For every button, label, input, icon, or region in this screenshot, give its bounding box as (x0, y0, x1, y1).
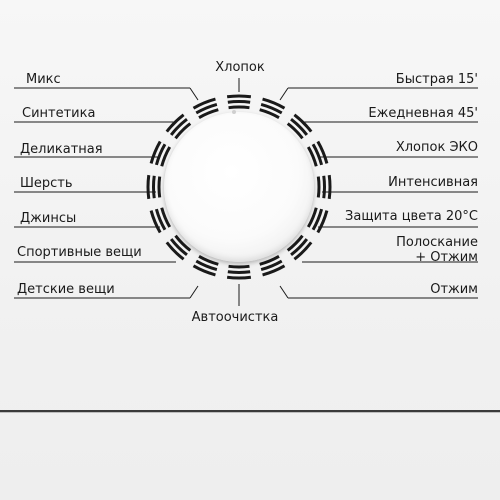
dial-tick-segment (198, 108, 219, 120)
dial-tick-segment (154, 143, 167, 166)
program-label-quick-15[interactable]: Быстрая 15' (395, 72, 478, 87)
dial-tick-segment (290, 117, 309, 136)
dial-tick-segment (259, 108, 280, 120)
leader-line-left-bend (189, 285, 199, 299)
dial-tick-segment (192, 264, 216, 277)
leader-line-right-bend (279, 285, 289, 299)
dial-tick-segment (262, 264, 286, 277)
dial-tick-segment (169, 238, 188, 257)
dial-tick-segment (316, 140, 329, 164)
leader-line-right-bend (279, 87, 289, 101)
program-label-color-protect-20[interactable]: Защита цвета 20°C (345, 209, 478, 224)
program-label-baby-wear[interactable]: Детские вещи (17, 282, 115, 297)
dial-tick-segment (260, 259, 283, 272)
program-label-jeans[interactable]: Джинсы (20, 211, 77, 226)
dial-tick-segment (160, 207, 172, 228)
program-label-cotton-eco[interactable]: Хлопок ЭКО (395, 140, 478, 155)
dial-tick-segment (286, 234, 304, 252)
dial-tick-segment (195, 102, 218, 115)
dial-tick-segment (227, 100, 251, 104)
program-label-delicate[interactable]: Деликатная (20, 142, 103, 157)
dial-tick-segment (322, 175, 326, 199)
dial-tick-segment (290, 238, 309, 257)
dial-tick-segment (195, 259, 218, 272)
dial-tick-segment (146, 174, 151, 200)
dial-tick-segment (327, 174, 332, 200)
program-label-wool[interactable]: Шерсть (20, 176, 73, 191)
program-label-spin[interactable]: Отжим (430, 282, 478, 297)
program-label-synthetics[interactable]: Синтетика (22, 106, 96, 121)
dial-tick-segment (293, 113, 313, 133)
program-label-cotton[interactable]: Хлопок (215, 60, 265, 75)
dial-tick-segment (316, 210, 329, 234)
dial-tick-segment (174, 234, 192, 252)
program-label-mix[interactable]: Микс (26, 72, 61, 87)
panel-divider (0, 410, 500, 412)
program-label-rinse-spin[interactable]: + Отжим (415, 250, 478, 265)
dial-tick-segment (154, 208, 167, 231)
program-label-sportswear[interactable]: Спортивные вещи (17, 245, 142, 260)
program-label-rinse[interactable]: Полоскание (396, 235, 478, 250)
dial-tick-segment (160, 146, 172, 167)
dial-tick-segment (306, 146, 318, 167)
dial-tick-segment (259, 254, 280, 266)
dial-tick-segment (306, 207, 318, 228)
dial-tick-segment (165, 241, 185, 261)
dial-tick-segment (169, 117, 188, 136)
dial-tick-segment (149, 140, 162, 164)
program-label-intensive[interactable]: Интенсивная (388, 175, 478, 190)
dial-tick-segment (228, 264, 250, 269)
dial-tick-segment (262, 97, 286, 110)
dial-tick-segment (192, 97, 216, 110)
dial-tick-segment (286, 122, 304, 140)
dial-tick-segment (165, 113, 185, 133)
program-label-daily-45[interactable]: Ежедневная 45' (368, 106, 478, 121)
panel-divider-highlight (0, 412, 500, 413)
dial-tick-segment (316, 176, 321, 198)
dial-tick-segment (311, 208, 324, 231)
dial-tick-segment (311, 143, 324, 166)
dial-tick-segment (227, 270, 251, 274)
dial-tick-segment (226, 94, 252, 99)
dial-tick-segment (152, 175, 156, 199)
dial-tick-segment (228, 105, 250, 110)
dial-tick-segment (293, 241, 313, 261)
dial-tick-segment (226, 275, 252, 280)
dial-tick-segment (174, 122, 192, 140)
leader-line-left-bend (189, 87, 199, 101)
program-label-self-clean[interactable]: Автоочистка (191, 310, 279, 325)
dial-tick-segment (157, 176, 162, 198)
dial-tick-segment (198, 254, 219, 266)
dial-tick-segment (260, 102, 283, 115)
program-selector-knob[interactable] (164, 112, 314, 262)
dial-tick-segment (149, 210, 162, 234)
